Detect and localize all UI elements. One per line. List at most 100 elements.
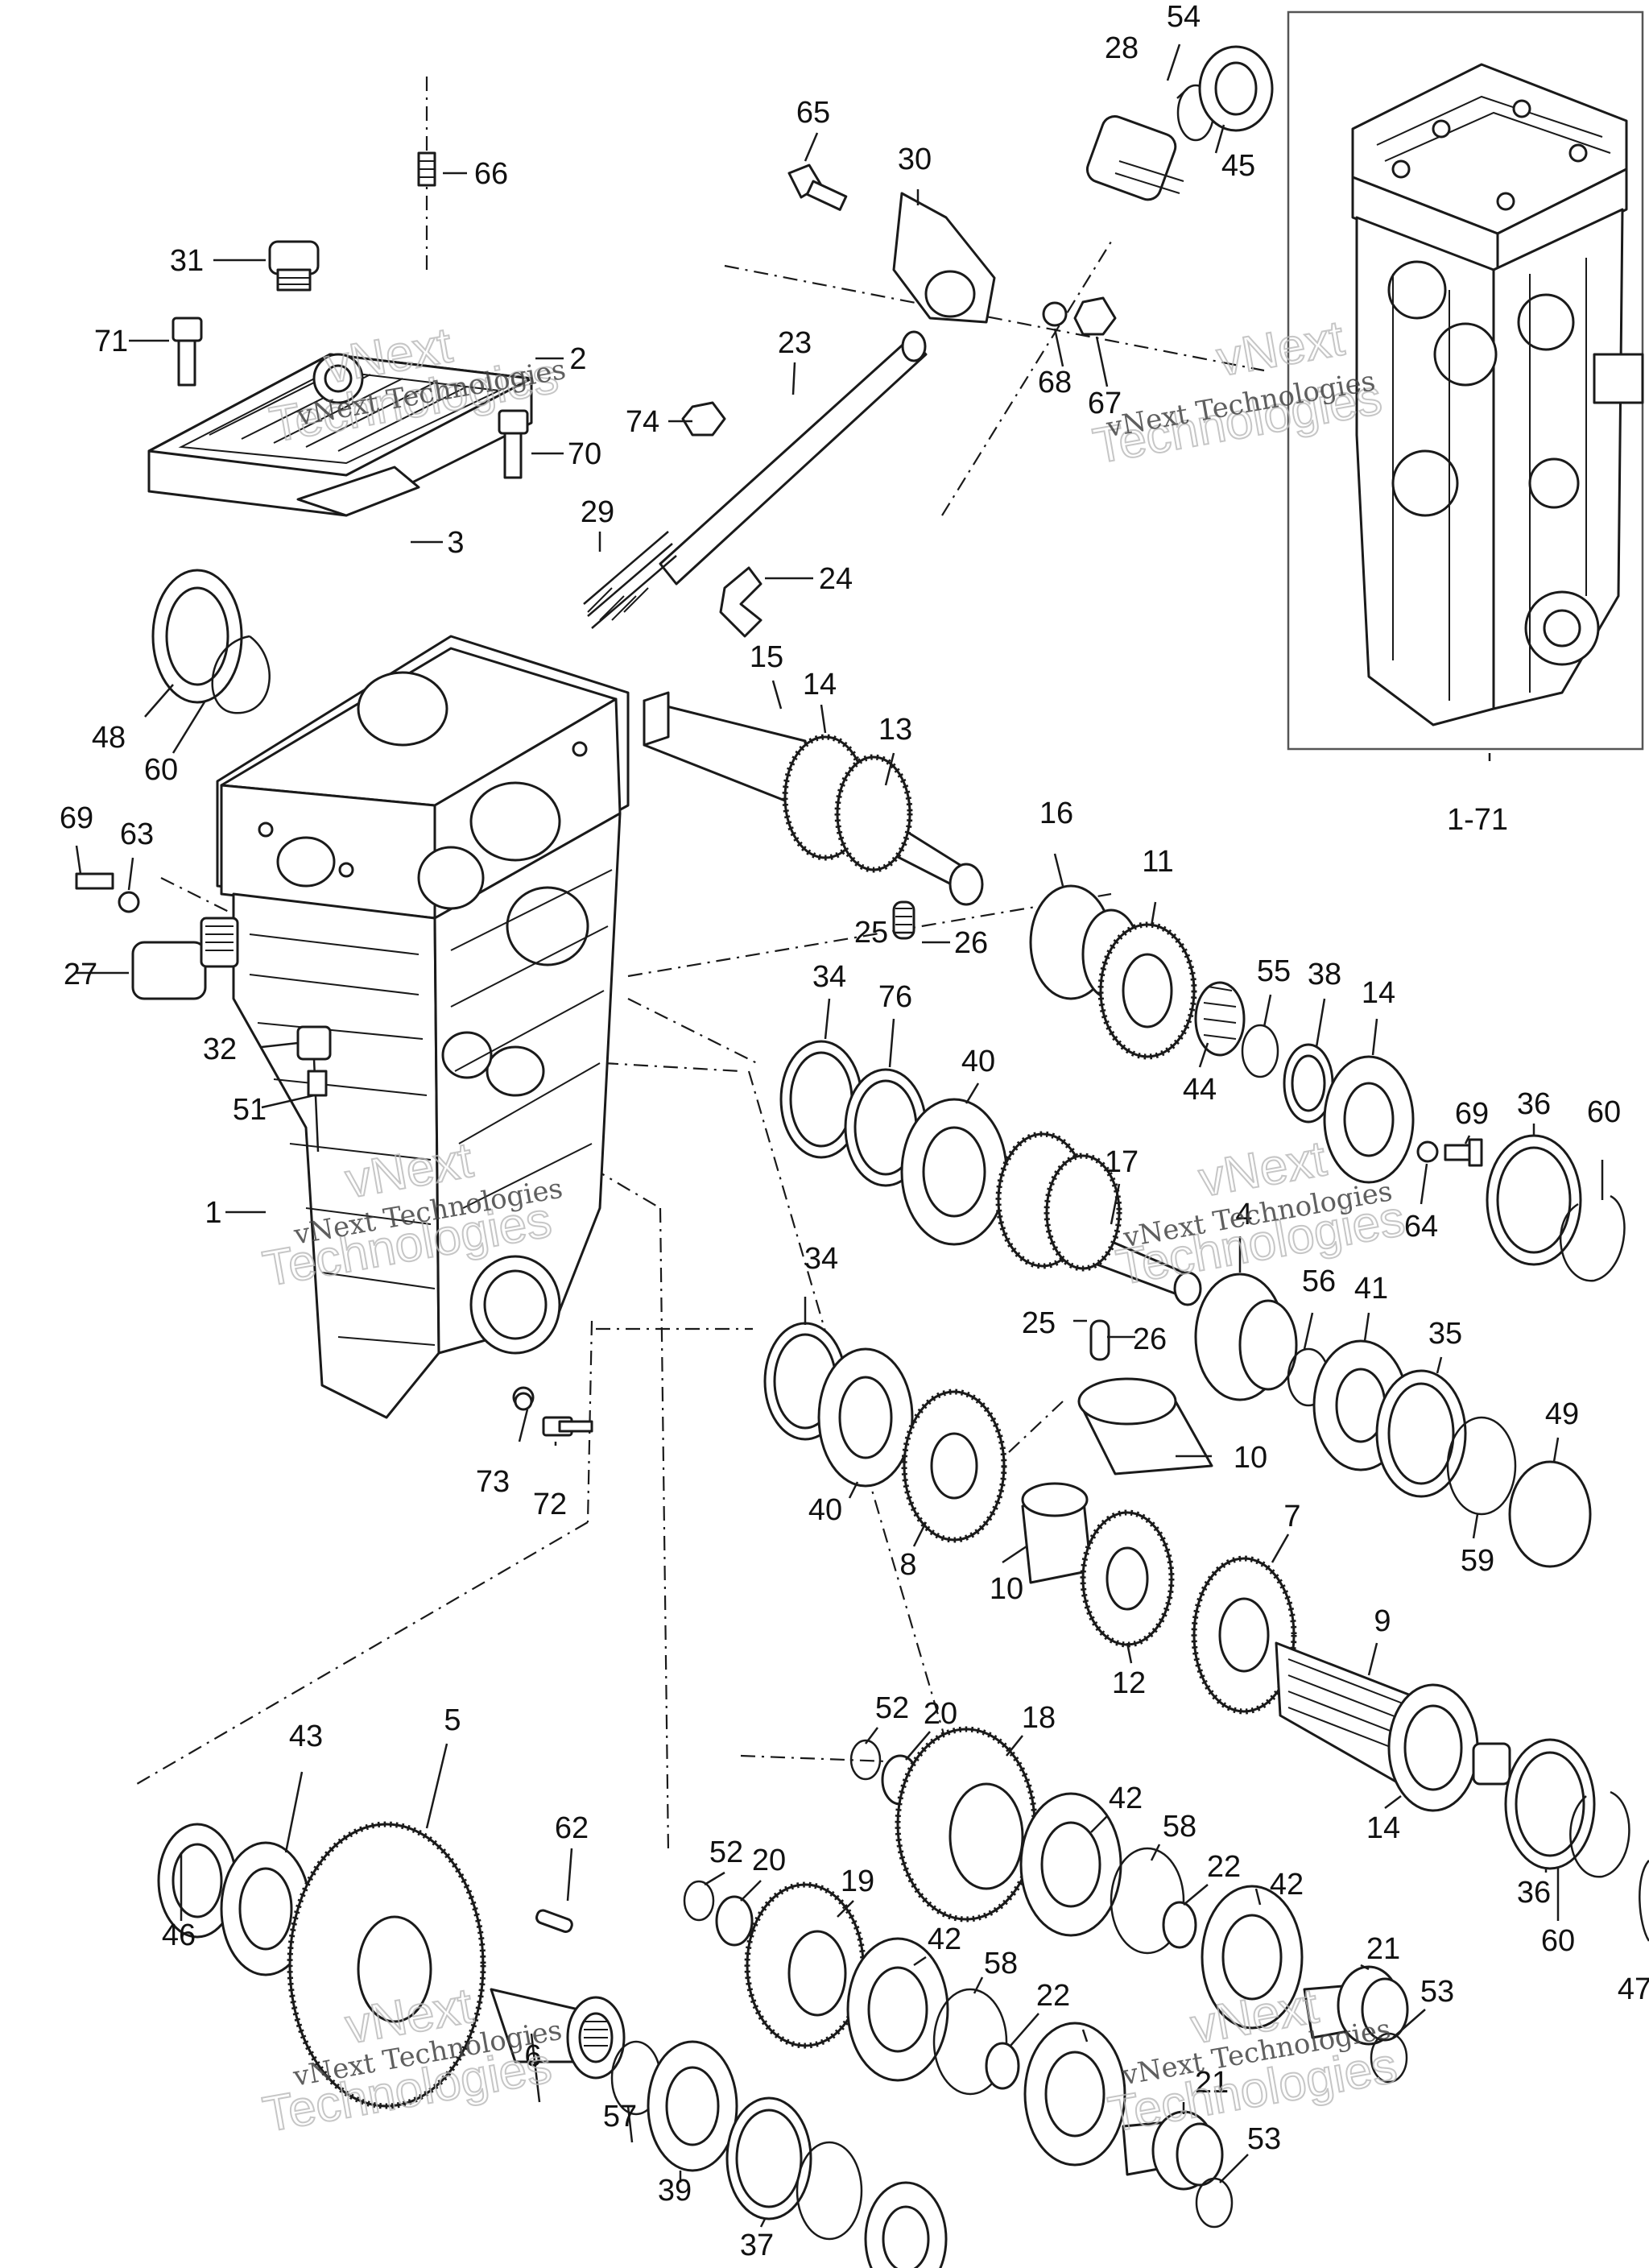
callout-35: 35 [1428, 1317, 1462, 1351]
callout-16: 16 [1039, 797, 1073, 830]
callout-60c: 60 [1541, 1924, 1575, 1958]
callout-69a: 69 [60, 801, 93, 835]
callout-34b: 34 [804, 1242, 838, 1276]
callout-52b: 52 [709, 1836, 743, 1869]
callout-32: 32 [203, 1033, 237, 1066]
callout-1-71: 1-71 [1447, 803, 1508, 837]
callout-55: 55 [1257, 954, 1291, 988]
top-cover-plate [147, 353, 533, 517]
callout-56: 56 [1302, 1264, 1336, 1298]
callout-70: 70 [568, 437, 601, 471]
callout-26b: 26 [1133, 1322, 1167, 1356]
callout-19: 19 [841, 1864, 874, 1898]
callout-49: 49 [1545, 1397, 1579, 1431]
callout-59: 59 [1461, 1544, 1494, 1578]
callout-40a: 40 [961, 1045, 995, 1078]
callout-41: 41 [1354, 1272, 1388, 1306]
callout-2: 2 [569, 342, 586, 376]
callout-7: 7 [1283, 1500, 1300, 1533]
callout-51: 51 [233, 1093, 267, 1127]
callout-60a: 60 [144, 753, 178, 787]
callout-65: 65 [796, 96, 830, 130]
callout-39: 39 [658, 2174, 692, 2208]
middle-cluster-train [763, 1322, 1649, 1942]
callout-numbers: 1 2 3 31 71 66 70 24 74 23 29 30 65 28 5… [60, 0, 1649, 2262]
callout-42b: 42 [1270, 1868, 1304, 1902]
callout-22b: 22 [1036, 1979, 1070, 2013]
output-shaft-train-lower [683, 1880, 1234, 2229]
callout-38: 38 [1308, 958, 1341, 991]
callout-53b: 53 [1247, 2122, 1281, 2156]
callout-31: 31 [170, 244, 204, 278]
callout-45: 45 [1221, 149, 1255, 183]
callout-30: 30 [898, 143, 932, 176]
callout-64: 64 [1404, 1210, 1438, 1244]
callout-15: 15 [750, 640, 783, 674]
main-gearbox-housing [216, 635, 630, 1419]
callout-14b: 14 [1362, 976, 1395, 1010]
callout-46: 46 [162, 1918, 196, 1952]
callout-72: 72 [533, 1488, 567, 1521]
assembled-view-inset [1287, 10, 1644, 751]
callout-67: 67 [1088, 387, 1122, 420]
plug-31 [268, 240, 320, 292]
bolts-top [172, 151, 529, 479]
output-shaft-train-upper [849, 1726, 1409, 2084]
callout-58a: 58 [1163, 1810, 1196, 1844]
callout-69b: 69 [1455, 1097, 1489, 1131]
callout-22a: 22 [1207, 1850, 1241, 1884]
callout-40b: 40 [808, 1493, 842, 1527]
callout-24: 24 [819, 562, 853, 596]
callout-9: 9 [1374, 1604, 1391, 1638]
callout-48: 48 [92, 721, 126, 755]
callout-43: 43 [289, 1720, 323, 1753]
callout-6: 6 [524, 2039, 541, 2073]
callout-18: 18 [1022, 1701, 1056, 1735]
shift-rod-assembly [583, 45, 1274, 638]
callout-14a: 14 [803, 668, 837, 702]
callout-27: 27 [64, 958, 97, 991]
callout-8: 8 [899, 1548, 916, 1582]
callout-42a: 42 [1109, 1782, 1143, 1815]
callout-11: 11 [1142, 845, 1173, 879]
callout-34a: 34 [812, 960, 846, 994]
callout-25b: 25 [1022, 1306, 1056, 1340]
callout-68: 68 [1038, 366, 1072, 399]
callout-26a: 26 [954, 926, 988, 960]
callout-3: 3 [447, 526, 464, 560]
callout-57: 57 [603, 2100, 637, 2133]
callout-13: 13 [878, 713, 912, 747]
lower-left-train [157, 1821, 948, 2268]
input-shaft-train [643, 691, 1626, 1282]
callout-62: 62 [555, 1811, 589, 1845]
leader-lines [75, 43, 1604, 2228]
callout-10a: 10 [1234, 1441, 1267, 1475]
callout-37: 37 [740, 2229, 774, 2262]
callout-29: 29 [581, 495, 614, 529]
callout-53a: 53 [1420, 1975, 1454, 2009]
callout-12: 12 [1112, 1666, 1146, 1700]
callout-1: 1 [205, 1196, 221, 1230]
callout-10b: 10 [990, 1572, 1023, 1606]
callout-63: 63 [120, 817, 154, 851]
side-fittings [75, 569, 593, 1437]
callout-14c: 14 [1366, 1811, 1400, 1845]
callout-47: 47 [1618, 1972, 1649, 2006]
callout-42c: 42 [928, 1922, 961, 1956]
callout-20a: 20 [924, 1697, 957, 1731]
callout-73: 73 [476, 1465, 510, 1499]
callout-44: 44 [1183, 1073, 1217, 1107]
callout-5: 5 [444, 1703, 461, 1737]
callout-36b: 36 [1517, 1876, 1551, 1910]
callout-54: 54 [1167, 0, 1201, 34]
callout-36a: 36 [1517, 1087, 1551, 1121]
callout-21b: 21 [1195, 2066, 1229, 2100]
callout-17: 17 [1105, 1145, 1139, 1179]
callout-58b: 58 [984, 1947, 1018, 1980]
callout-4: 4 [1235, 1198, 1252, 1231]
callout-28: 28 [1105, 31, 1139, 65]
counter-shaft-train [779, 1040, 1592, 1568]
callout-21a: 21 [1366, 1932, 1400, 1966]
callout-66: 66 [474, 157, 508, 191]
